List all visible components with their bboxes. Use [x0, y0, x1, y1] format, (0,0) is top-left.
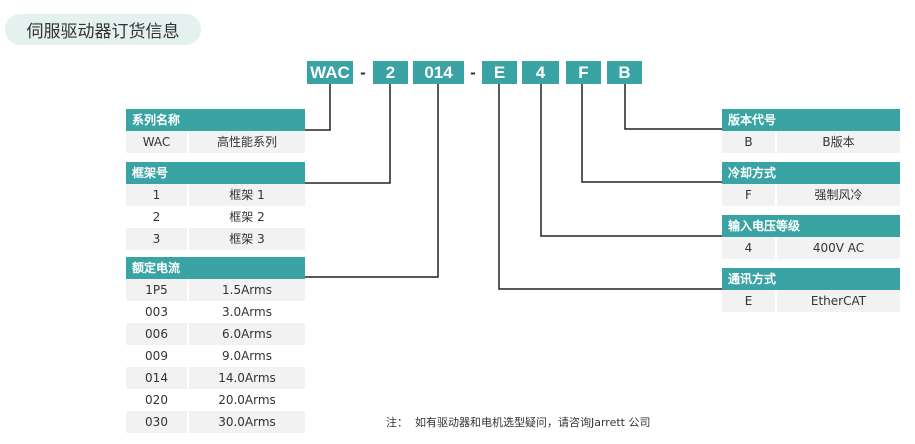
table-row: 030 30.0Arms [126, 411, 305, 433]
table-row: 003 3.0Arms [126, 301, 305, 323]
cooling-table: 冷却方式 F 强制风冷 [722, 162, 900, 206]
series-table: 系列名称 WAC 高性能系列 [126, 109, 305, 153]
connector-series [305, 84, 331, 131]
connector-voltage [540, 84, 722, 237]
current-table-header: 额定电流 [126, 257, 305, 279]
frame-table-header: 框架号 [126, 162, 305, 184]
table-cell-desc: 框架 2 [189, 206, 305, 228]
table-cell-desc: 14.0Arms [189, 367, 305, 389]
code-segment-cooling: F [566, 61, 601, 84]
table-cell-code: 006 [126, 323, 187, 345]
code-segment-comm: E [482, 61, 517, 84]
table-cell-desc: 1.5Arms [189, 279, 305, 301]
table-cell-code: 2 [126, 206, 187, 228]
table-cell-desc: 30.0Arms [189, 411, 305, 433]
cooling-table-header: 冷却方式 [722, 162, 900, 184]
table-row: B B版本 [722, 131, 900, 153]
table-cell-desc: 高性能系列 [189, 131, 305, 153]
table-row: 020 20.0Arms [126, 389, 305, 411]
footnote: 注： 如有驱动器和电机选型疑问，请咨询Jarrett 公司 [386, 416, 651, 429]
table-row: 1 框架 1 [126, 184, 305, 206]
code-segment-voltage: 4 [522, 61, 559, 84]
version-table-header: 版本代号 [722, 109, 900, 131]
code-segment-version: B [607, 61, 642, 84]
table-cell-code: 1P5 [126, 279, 187, 301]
table-cell-desc: 框架 1 [189, 184, 305, 206]
table-cell-code: WAC [126, 131, 187, 153]
code-segment-frame: 2 [373, 61, 408, 84]
code-segment-series: WAC [307, 61, 353, 84]
table-cell-code: E [722, 290, 775, 312]
table-row: 2 框架 2 [126, 206, 305, 228]
code-separator: - [360, 62, 366, 82]
table-cell-desc: 6.0Arms [189, 323, 305, 345]
frame-table: 框架号 1 框架 1 2 框架 2 3 框架 3 [126, 162, 305, 250]
series-table-header: 系列名称 [126, 109, 305, 131]
code-separator: - [470, 62, 476, 82]
table-cell-desc: 3.0Arms [189, 301, 305, 323]
version-table: 版本代号 B B版本 [722, 109, 900, 153]
table-cell-code: 020 [126, 389, 187, 411]
table-cell-code: 003 [126, 301, 187, 323]
table-cell-desc: 9.0Arms [189, 345, 305, 367]
comm-table: 通讯方式 E EtherCAT [722, 268, 900, 312]
connector-frame [305, 84, 391, 184]
connector-comm [498, 84, 722, 290]
table-cell-code: 014 [126, 367, 187, 389]
table-cell-desc: EtherCAT [777, 290, 900, 312]
table-cell-code: B [722, 131, 775, 153]
connector-version [624, 84, 722, 130]
table-row: E EtherCAT [722, 290, 900, 312]
current-table: 额定电流 1P5 1.5Arms 003 3.0Arms 006 6.0Arms… [126, 257, 305, 433]
table-cell-desc: 400V AC [777, 237, 900, 259]
code-segment-current: 014 [413, 61, 464, 84]
table-cell-desc: 框架 3 [189, 228, 305, 250]
table-row: WAC 高性能系列 [126, 131, 305, 153]
table-row: 3 框架 3 [126, 228, 305, 250]
table-cell-code: F [722, 184, 775, 206]
table-cell-code: 3 [126, 228, 187, 250]
voltage-table: 输入电压等级 4 400V AC [722, 215, 900, 259]
table-row: 006 6.0Arms [126, 323, 305, 345]
table-row: 014 14.0Arms [126, 367, 305, 389]
connector-cooling [581, 84, 722, 183]
table-row: F 强制风冷 [722, 184, 900, 206]
table-cell-code: 1 [126, 184, 187, 206]
table-cell-desc: B版本 [777, 131, 900, 153]
comm-table-header: 通讯方式 [722, 268, 900, 290]
table-cell-desc: 20.0Arms [189, 389, 305, 411]
table-row: 009 9.0Arms [126, 345, 305, 367]
table-cell-code: 030 [126, 411, 187, 433]
connector-current [305, 84, 439, 278]
voltage-table-header: 输入电压等级 [722, 215, 900, 237]
table-cell-desc: 强制风冷 [777, 184, 900, 206]
table-row: 4 400V AC [722, 237, 900, 259]
page-title: 伺服驱动器订货信息 [5, 14, 201, 45]
table-cell-code: 009 [126, 345, 187, 367]
table-row: 1P5 1.5Arms [126, 279, 305, 301]
table-cell-code: 4 [722, 237, 775, 259]
